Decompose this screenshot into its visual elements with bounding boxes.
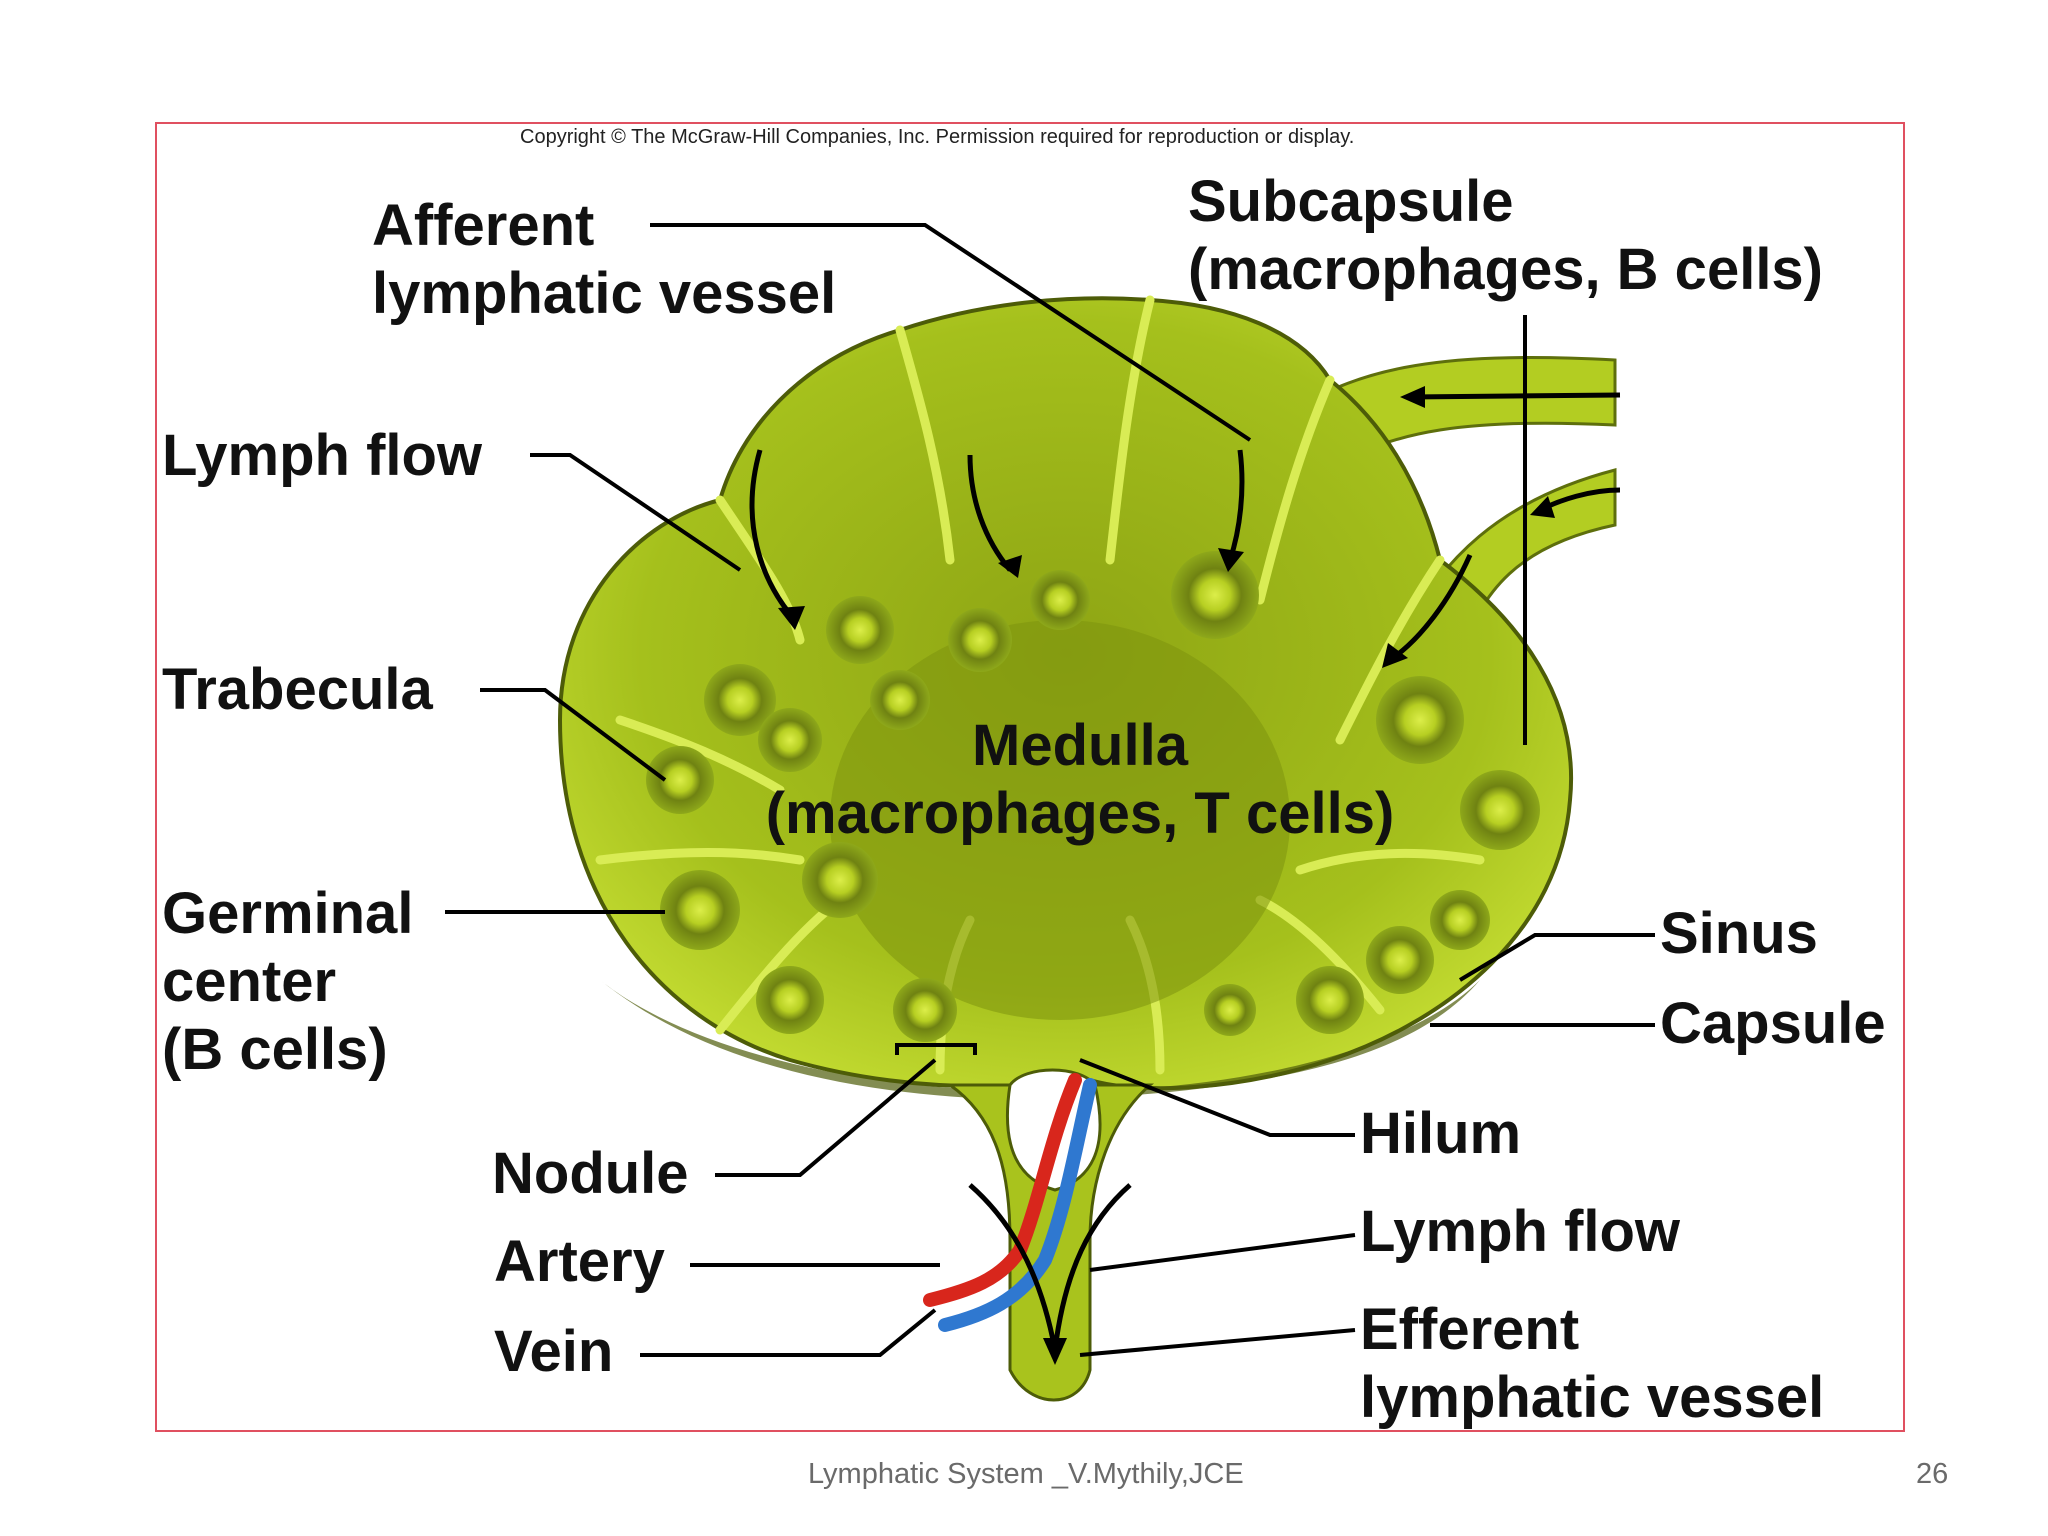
label-lymph-flow-top: Lymph flow [162,423,483,488]
label-efferent-line1: Efferent [1360,1297,1580,1362]
flow-arrowheads [778,386,1555,1365]
label-germinal-line1: Germinal [162,881,414,946]
label-germinal-center: Germinal center (B cells) [162,880,413,1084]
label-medulla-line1: Medulla [972,713,1188,778]
follicles [646,551,1540,1042]
label-medulla-line2: (macrophages, T cells) [765,781,1395,846]
label-sinus: Sinus [1660,901,1818,966]
label-efferent-line2: lymphatic vessel [1360,1365,1825,1430]
label-lymph-flow-bottom: Lymph flow [1360,1199,1681,1264]
label-vein: Vein [494,1319,614,1384]
label-germinal-line2: center [162,949,337,1014]
copyright-notice: Copyright © The McGraw-Hill Companies, I… [520,126,1355,148]
artery-vessel [923,1073,1082,1307]
nodule-bracket [895,1043,977,1055]
label-subcapsule-line2: (macrophages, B cells) [1188,237,1823,302]
label-artery: Artery [494,1229,665,1294]
label-medulla: Medulla (macrophages, T cells) [720,712,1440,848]
label-nodule: Nodule [492,1141,689,1206]
label-afferent-vessel: Afferent lymphatic vessel [372,192,836,328]
label-afferent-line2: lymphatic vessel [372,261,837,326]
vein-vessel [938,1078,1097,1332]
medulla-region [830,620,1290,1020]
leader-lines [445,223,1655,1357]
footer-title: Lymphatic System _V.Mythily,JCE [808,1458,1244,1490]
label-subcapsule: Subcapsule (macrophages, B cells) [1188,168,1823,304]
figure-frame [155,122,1905,1432]
label-hilum: Hilum [1360,1101,1522,1166]
label-germinal-line3: (B cells) [162,1017,388,1082]
label-efferent-vessel: Efferent lymphatic vessel [1360,1296,1824,1432]
node-shadow [600,980,1480,1100]
label-capsule: Capsule [1660,991,1886,1056]
page-number: 26 [1916,1458,1949,1490]
label-afferent-line1: Afferent [372,193,595,258]
label-trabecula: Trabecula [162,657,433,722]
label-subcapsule-line1: Subcapsule [1188,169,1514,234]
